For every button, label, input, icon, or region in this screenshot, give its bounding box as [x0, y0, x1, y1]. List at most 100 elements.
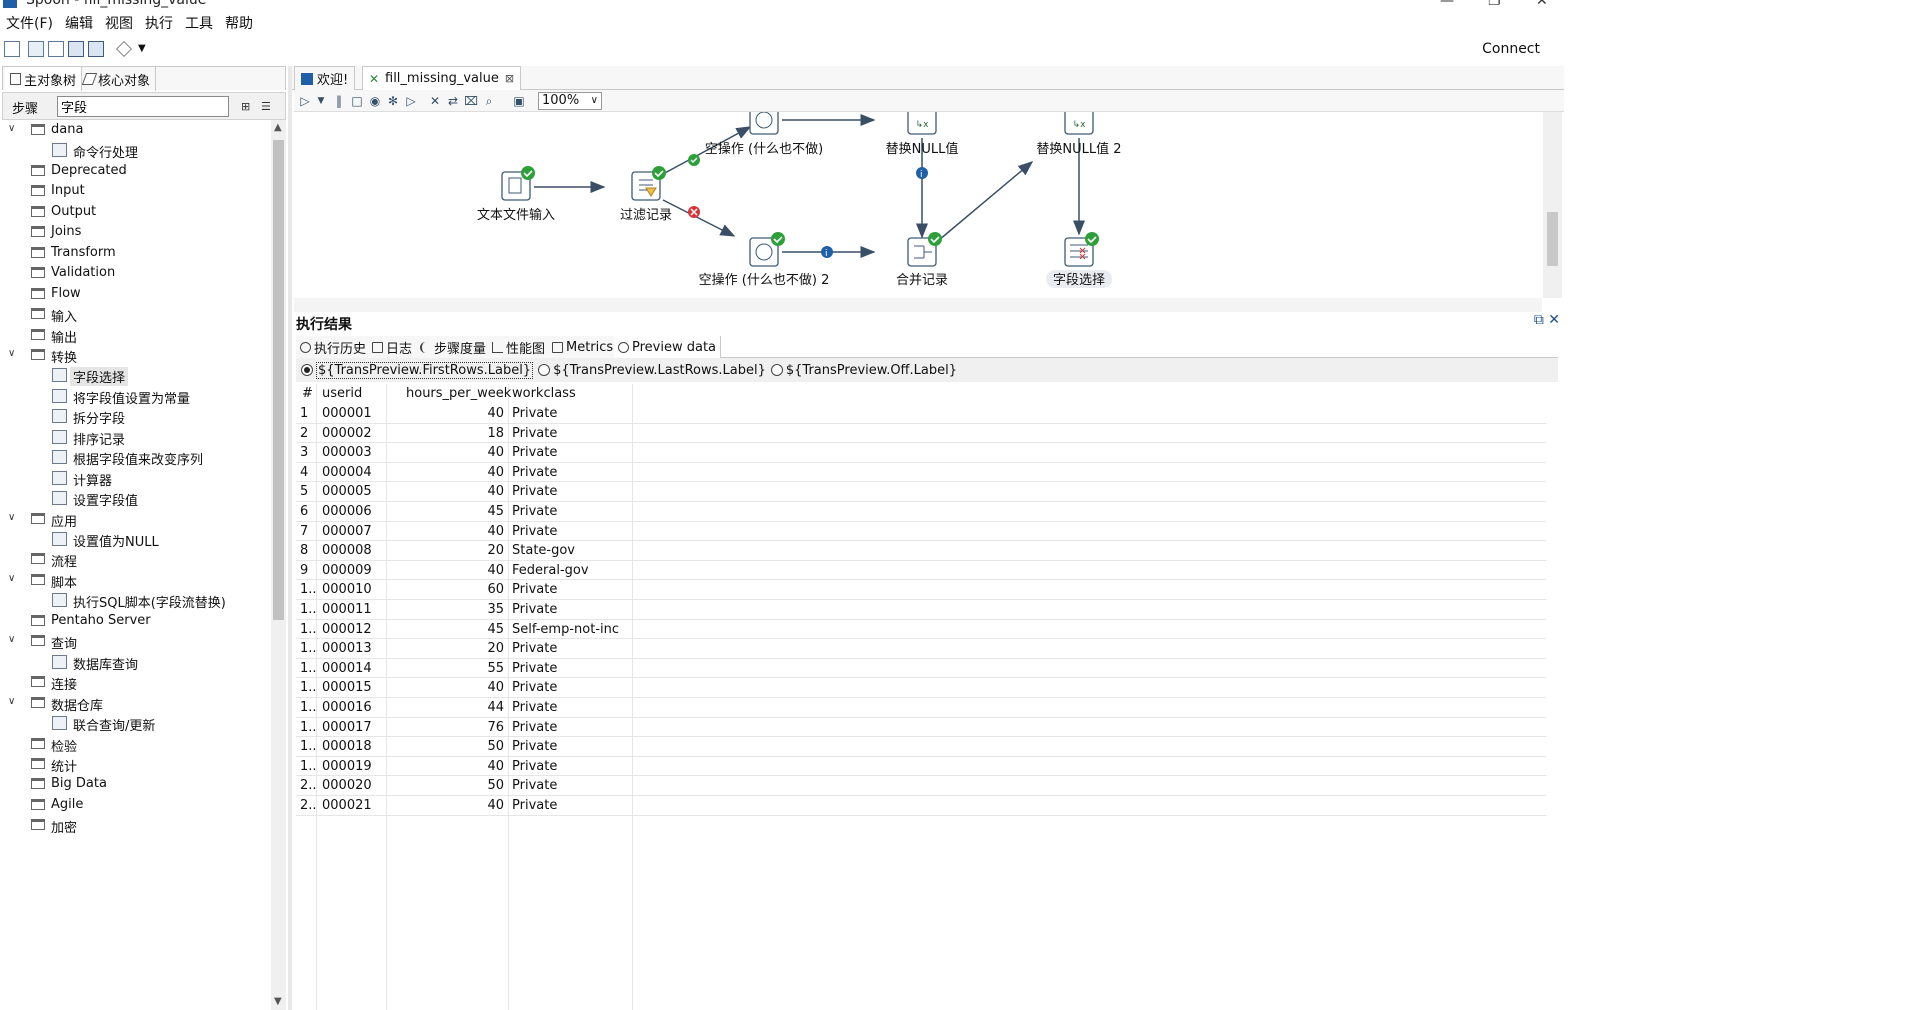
detach-icon[interactable]: ⧉	[1533, 312, 1544, 328]
tree-folder-item[interactable]: ∨转换	[2, 345, 270, 366]
tab-performance-graph[interactable]: 性能图	[488, 336, 551, 358]
open-file-icon[interactable]	[28, 41, 44, 57]
stop-icon[interactable]: □	[351, 94, 363, 108]
step-merge-rows[interactable]: 合并记录	[896, 232, 948, 288]
tree-folder-item[interactable]: 输出	[2, 325, 270, 346]
radio-first-rows[interactable]: ${TransPreview.FirstRows.Label}	[301, 361, 534, 379]
tree-step-item[interactable]: 设置字段值	[2, 488, 270, 509]
tree-scrollbar[interactable]: ▲ ▼	[271, 120, 286, 1010]
tree-folder-item[interactable]: Big Data	[2, 774, 270, 794]
scroll-down-icon[interactable]: ▼	[274, 996, 282, 1007]
tree-folder-item[interactable]: Joins	[2, 222, 270, 242]
chevron-down-icon[interactable]: ∨	[8, 695, 16, 707]
minimize-button[interactable]: —	[1440, 0, 1454, 9]
tree-folder-item[interactable]: 流程	[2, 549, 270, 570]
perspective-icon[interactable]	[116, 41, 132, 57]
save-icon[interactable]	[68, 41, 84, 57]
tree-step-item[interactable]: 字段选择	[2, 365, 270, 387]
close-tab-icon[interactable]: ⊠	[504, 72, 515, 85]
transformation-canvas[interactable]: i i 文本文件输入 过滤记录	[294, 112, 1542, 298]
panel-splitter[interactable]	[288, 66, 292, 1010]
tree-folder-item[interactable]: ∨dana	[2, 120, 270, 140]
column-header-workclass[interactable]: workclass	[512, 386, 576, 401]
hop-merge-replace2[interactable]	[938, 161, 1034, 241]
tree-folder-item[interactable]: ∨查询	[2, 631, 270, 652]
run-options-icon[interactable]: ▼	[317, 96, 325, 106]
step-if-null-2[interactable]: ↳x 替换NULL值 2	[1036, 112, 1122, 157]
save-as-icon[interactable]	[88, 41, 104, 57]
tab-preview-data[interactable]: Preview data	[614, 336, 722, 358]
canvas-horizontal-scrollbar[interactable]	[294, 298, 1542, 312]
explore-db-icon[interactable]: ⌕	[485, 94, 493, 108]
tree-folder-item[interactable]: Output	[2, 202, 270, 222]
debug-icon[interactable]: ✻	[387, 94, 399, 108]
scrollbar-thumb[interactable]	[273, 140, 284, 620]
collapse-all-icon[interactable]: ☰	[261, 100, 271, 113]
step-search-input[interactable]	[57, 96, 229, 117]
tree-step-item[interactable]: 排序记录	[2, 427, 270, 448]
radio-last-rows[interactable]: ${TransPreview.LastRows.Label}	[538, 363, 766, 378]
tree-folder-item[interactable]: 连接	[2, 672, 270, 693]
tree-folder-item[interactable]: 输入	[2, 304, 270, 325]
step-dummy-1[interactable]: 空操作 (什么也不做)	[705, 112, 823, 157]
preview-icon[interactable]: ◉	[369, 94, 381, 108]
hop-filter-noop2[interactable]	[662, 199, 736, 237]
expand-all-icon[interactable]: ⊞	[241, 100, 251, 113]
tab-transformation[interactable]: ✕fill_missing_value⊠	[362, 66, 522, 90]
tree-step-item[interactable]: 根据字段值来改变序列	[2, 447, 270, 468]
radio-off[interactable]: ${TransPreview.Off.Label}	[770, 363, 957, 378]
connect-button[interactable]: Connect	[1482, 41, 1540, 57]
step-text-file-input[interactable]: 文本文件输入	[477, 166, 555, 223]
tree-step-item[interactable]: 数据库查询	[2, 652, 270, 673]
column-header-hours-per-week[interactable]: hours_per_week	[406, 386, 512, 401]
tab-metrics[interactable]: Metrics	[548, 336, 619, 358]
tree-folder-item[interactable]: Flow	[2, 284, 270, 304]
chevron-down-icon[interactable]: ∨	[8, 511, 16, 523]
tree-folder-item[interactable]: Deprecated	[2, 161, 270, 181]
menu-file[interactable]: 文件(F)	[6, 16, 53, 32]
tree-step-item[interactable]: 拆分字段	[2, 406, 270, 427]
sql-icon[interactable]: ⌧	[464, 94, 478, 108]
tree-step-item[interactable]: 执行SQL脚本(字段流替换)	[2, 590, 270, 611]
tree-step-item[interactable]: 设置值为NULL	[2, 529, 270, 550]
tree-folder-item[interactable]: ∨数据仓库	[2, 693, 270, 714]
tab-log[interactable]: 日志	[368, 336, 418, 358]
run-icon[interactable]: ▷	[300, 94, 310, 108]
chevron-down-icon[interactable]: ∨	[8, 347, 16, 359]
tree-folder-item[interactable]: Pentaho Server	[2, 611, 270, 631]
close-results-icon[interactable]: ✕	[1548, 312, 1560, 328]
impact-icon[interactable]: ⇄	[447, 94, 459, 108]
menu-view[interactable]: 视图	[104, 16, 133, 32]
menu-run[interactable]: 执行	[144, 16, 173, 32]
close-button[interactable]: ✕	[1536, 0, 1548, 9]
step-filter-rows[interactable]: 过滤记录	[620, 166, 672, 223]
tree-folder-item[interactable]: 统计	[2, 754, 270, 775]
step-if-null[interactable]: ↳x 替换NULL值	[886, 112, 959, 157]
hop-filter-noop1[interactable]	[662, 126, 752, 175]
scroll-up-icon[interactable]: ▲	[274, 122, 282, 133]
maximize-button[interactable]: ❐	[1488, 0, 1501, 9]
tab-core-objects[interactable]: 核心对象	[79, 67, 157, 91]
chevron-down-icon[interactable]: ∨	[8, 572, 16, 584]
menu-tools[interactable]: 工具	[184, 16, 213, 32]
replay-icon[interactable]: ▷	[406, 94, 416, 108]
tree-step-item[interactable]: 命令行处理	[2, 140, 270, 161]
step-dummy-2[interactable]: 空操作 (什么也不做) 2	[699, 232, 830, 288]
tree-folder-item[interactable]: Input	[2, 181, 270, 201]
tree-step-item[interactable]: 将字段值设置为常量	[2, 386, 270, 407]
